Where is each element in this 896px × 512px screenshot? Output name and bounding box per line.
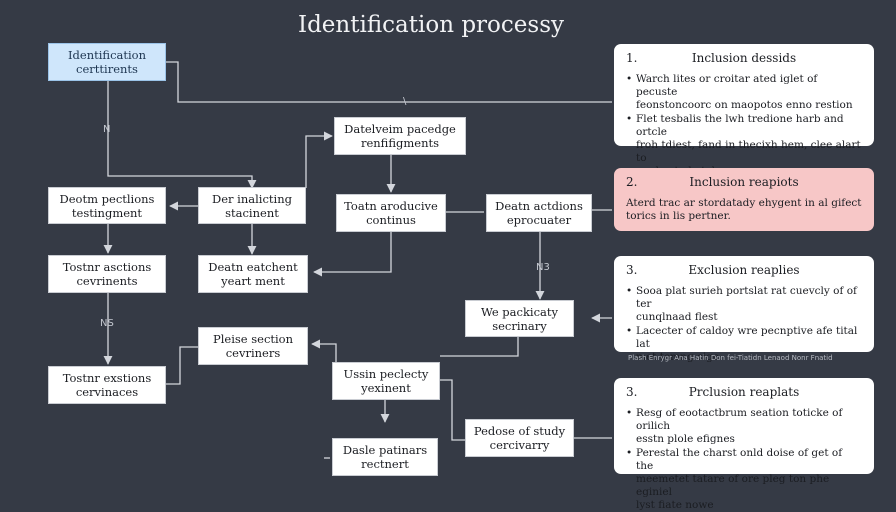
edge-pleise-transcervin bbox=[166, 346, 198, 385]
edge-label-right: N3 bbox=[536, 262, 550, 273]
card-number: 2. bbox=[626, 175, 638, 189]
node-dev-stacing[interactable]: Der inalicting stacinent bbox=[198, 187, 306, 224]
card-number: 3. bbox=[626, 263, 638, 277]
node-pleise-cert[interactable]: Pleise section cevriners bbox=[198, 327, 308, 365]
node-identification-certs[interactable]: Identification certtirents bbox=[48, 43, 166, 81]
card-title: Exclusion reaplies bbox=[688, 263, 800, 277]
edge-touch-demsetment bbox=[313, 232, 392, 277]
card-title: Inclusion dessids bbox=[691, 51, 797, 65]
node-trans-cervin[interactable]: Tostnr exstions cervinaces bbox=[48, 366, 166, 404]
node-dep-operatr[interactable]: Deatn actdions eprocuater bbox=[486, 194, 592, 232]
edge-wesecrary-usin bbox=[440, 336, 519, 357]
card-bullet: •Resg of eootactbrum seation toticke of … bbox=[626, 407, 843, 445]
node-usin-perfect[interactable]: Ussin peclecty yexinent bbox=[332, 362, 440, 400]
edge-label-left-lower: NS bbox=[100, 318, 114, 329]
node-pedose-study[interactable]: Pedose of study cercivarry bbox=[465, 419, 574, 457]
card-prclusion-reaplats: 3. Prclusion reaplats •Resg of eootactbr… bbox=[614, 378, 874, 511]
card-number: 1. bbox=[626, 51, 638, 65]
card-bullet: •Lacecter of caldoy wre pecnptive afe ti… bbox=[626, 325, 858, 363]
node-dep-settings[interactable]: Deotm pectlions testingment bbox=[48, 187, 166, 224]
card-bullet: •Perestal the charst onld doise of get o… bbox=[626, 447, 843, 511]
card-bullet: •Warch lites or croitar ated iglet of pe… bbox=[626, 73, 853, 111]
card-bullet: •Sooa plat surieh portslat rat cuevcly o… bbox=[626, 285, 857, 323]
card-title: Prclusion reaplats bbox=[688, 385, 800, 399]
node-data-package[interactable]: Datelveim pacedge renfifigments bbox=[334, 117, 466, 155]
edge-label-left-upper: N bbox=[103, 124, 111, 135]
page-title: Identification processy bbox=[298, 12, 564, 38]
card-inclusion-dessids: 1. Inclusion dessids •Warch lites or cro… bbox=[614, 44, 874, 177]
card-text: Aterd trac ar stordatady ehygent in al g… bbox=[626, 197, 862, 222]
edge-devstacing-datapackage bbox=[305, 131, 333, 188]
card-number: 3. bbox=[626, 385, 638, 399]
node-trans-certs[interactable]: Tostnr asctions cevrinents bbox=[48, 255, 166, 293]
node-we-secrary[interactable]: We packicaty secrinary bbox=[465, 300, 574, 337]
edge-label-top: \ bbox=[403, 96, 407, 107]
node-touch-contrl[interactable]: Toatn aroducive continus bbox=[336, 194, 446, 232]
card-inclusion-reapiots: 2. Inclusion reapiots Aterd trac ar stor… bbox=[614, 168, 874, 231]
edge-idcerts-card1 bbox=[166, 61, 612, 103]
card-exclusion-reaplies: 3. Exclusion reaplies •Sooa plat surieh … bbox=[614, 256, 874, 363]
edge-idcerts-devstacing bbox=[107, 81, 257, 189]
card-title: Inclusion reapiots bbox=[689, 175, 799, 189]
edge-usin-pedose bbox=[440, 379, 465, 441]
node-dasle-patnars[interactable]: Dasle patinars rectnert bbox=[332, 438, 438, 476]
node-dem-setment[interactable]: Deatn eatchent yeart ment bbox=[198, 255, 308, 293]
edge-usin-pleise bbox=[311, 339, 337, 362]
footnote: Plash Enrygr Ana Hatin Don fei-Tiatidn L… bbox=[628, 354, 833, 362]
